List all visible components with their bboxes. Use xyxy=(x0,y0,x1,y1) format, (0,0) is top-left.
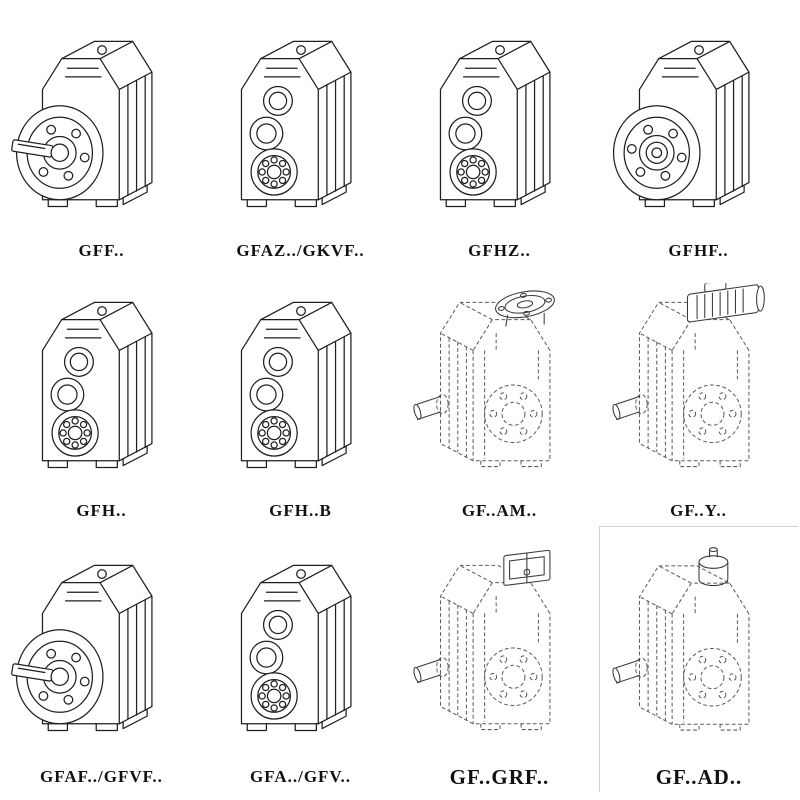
gearbox-drawing-motor xyxy=(603,270,795,498)
model-label: GF..Y.. xyxy=(670,501,727,520)
gearbox-drawing-hollow xyxy=(6,270,198,498)
gearbox-cell-gfh-b: GFH..B xyxy=(201,266,400,526)
model-label: GFAZ../GKVF.. xyxy=(236,241,365,260)
gearbox-drawing-adapter-ad xyxy=(603,531,795,764)
gearbox-drawing-flange xyxy=(6,8,198,238)
gearbox-cell-gf-ad: GF..AD.. xyxy=(599,526,798,792)
gearbox-drawing-flange xyxy=(6,530,198,764)
gearbox-drawing-flange-hollow xyxy=(603,8,795,238)
gearbox-cell-gf-y: GF..Y.. xyxy=(599,266,798,526)
gearbox-cell-gfa-gfv: GFA../GFV.. xyxy=(201,526,400,792)
gearbox-cell-gfh: GFH.. xyxy=(2,266,201,526)
model-label: GFA../GFV.. xyxy=(249,767,352,786)
gearbox-drawing-hollow xyxy=(404,8,596,238)
model-label: GFF.. xyxy=(78,241,125,260)
model-label: GFHF.. xyxy=(668,241,729,260)
gearbox-cell-gfaf-gfvf: GFAF../GFVF.. xyxy=(2,526,201,792)
model-label: GF..AD.. xyxy=(655,764,743,789)
gearbox-cell-gf-am: GF..AM.. xyxy=(400,266,599,526)
gearbox-cell-gfhf: GFHF.. xyxy=(599,4,798,266)
model-label: GFH..B xyxy=(269,501,332,520)
gearbox-drawing-shaft xyxy=(205,8,397,238)
model-label: GFAF../GFVF.. xyxy=(40,767,163,786)
gearbox-cell-gf-grf: GF..GRF.. xyxy=(400,526,599,792)
gearbox-drawing-adapter-grf xyxy=(404,530,596,764)
gearbox-variant-grid: GFF.. GFAZ../GKVF.. GFHZ.. GFHF.. GFH.. … xyxy=(2,4,798,796)
model-label: GFHZ.. xyxy=(468,241,531,260)
gearbox-cell-gfaz-gkvf: GFAZ../GKVF.. xyxy=(201,4,400,266)
gearbox-cell-gff: GFF.. xyxy=(2,4,201,266)
model-label: GF..AM.. xyxy=(461,501,538,520)
model-label: GFH.. xyxy=(76,501,127,520)
model-label: GF..GRF.. xyxy=(449,764,550,789)
gearbox-cell-gfhz: GFHZ.. xyxy=(400,4,599,266)
gearbox-drawing-adapter-am xyxy=(404,270,596,498)
gearbox-drawing-hollow-b xyxy=(205,270,397,498)
gearbox-drawing-shaft xyxy=(205,530,397,764)
